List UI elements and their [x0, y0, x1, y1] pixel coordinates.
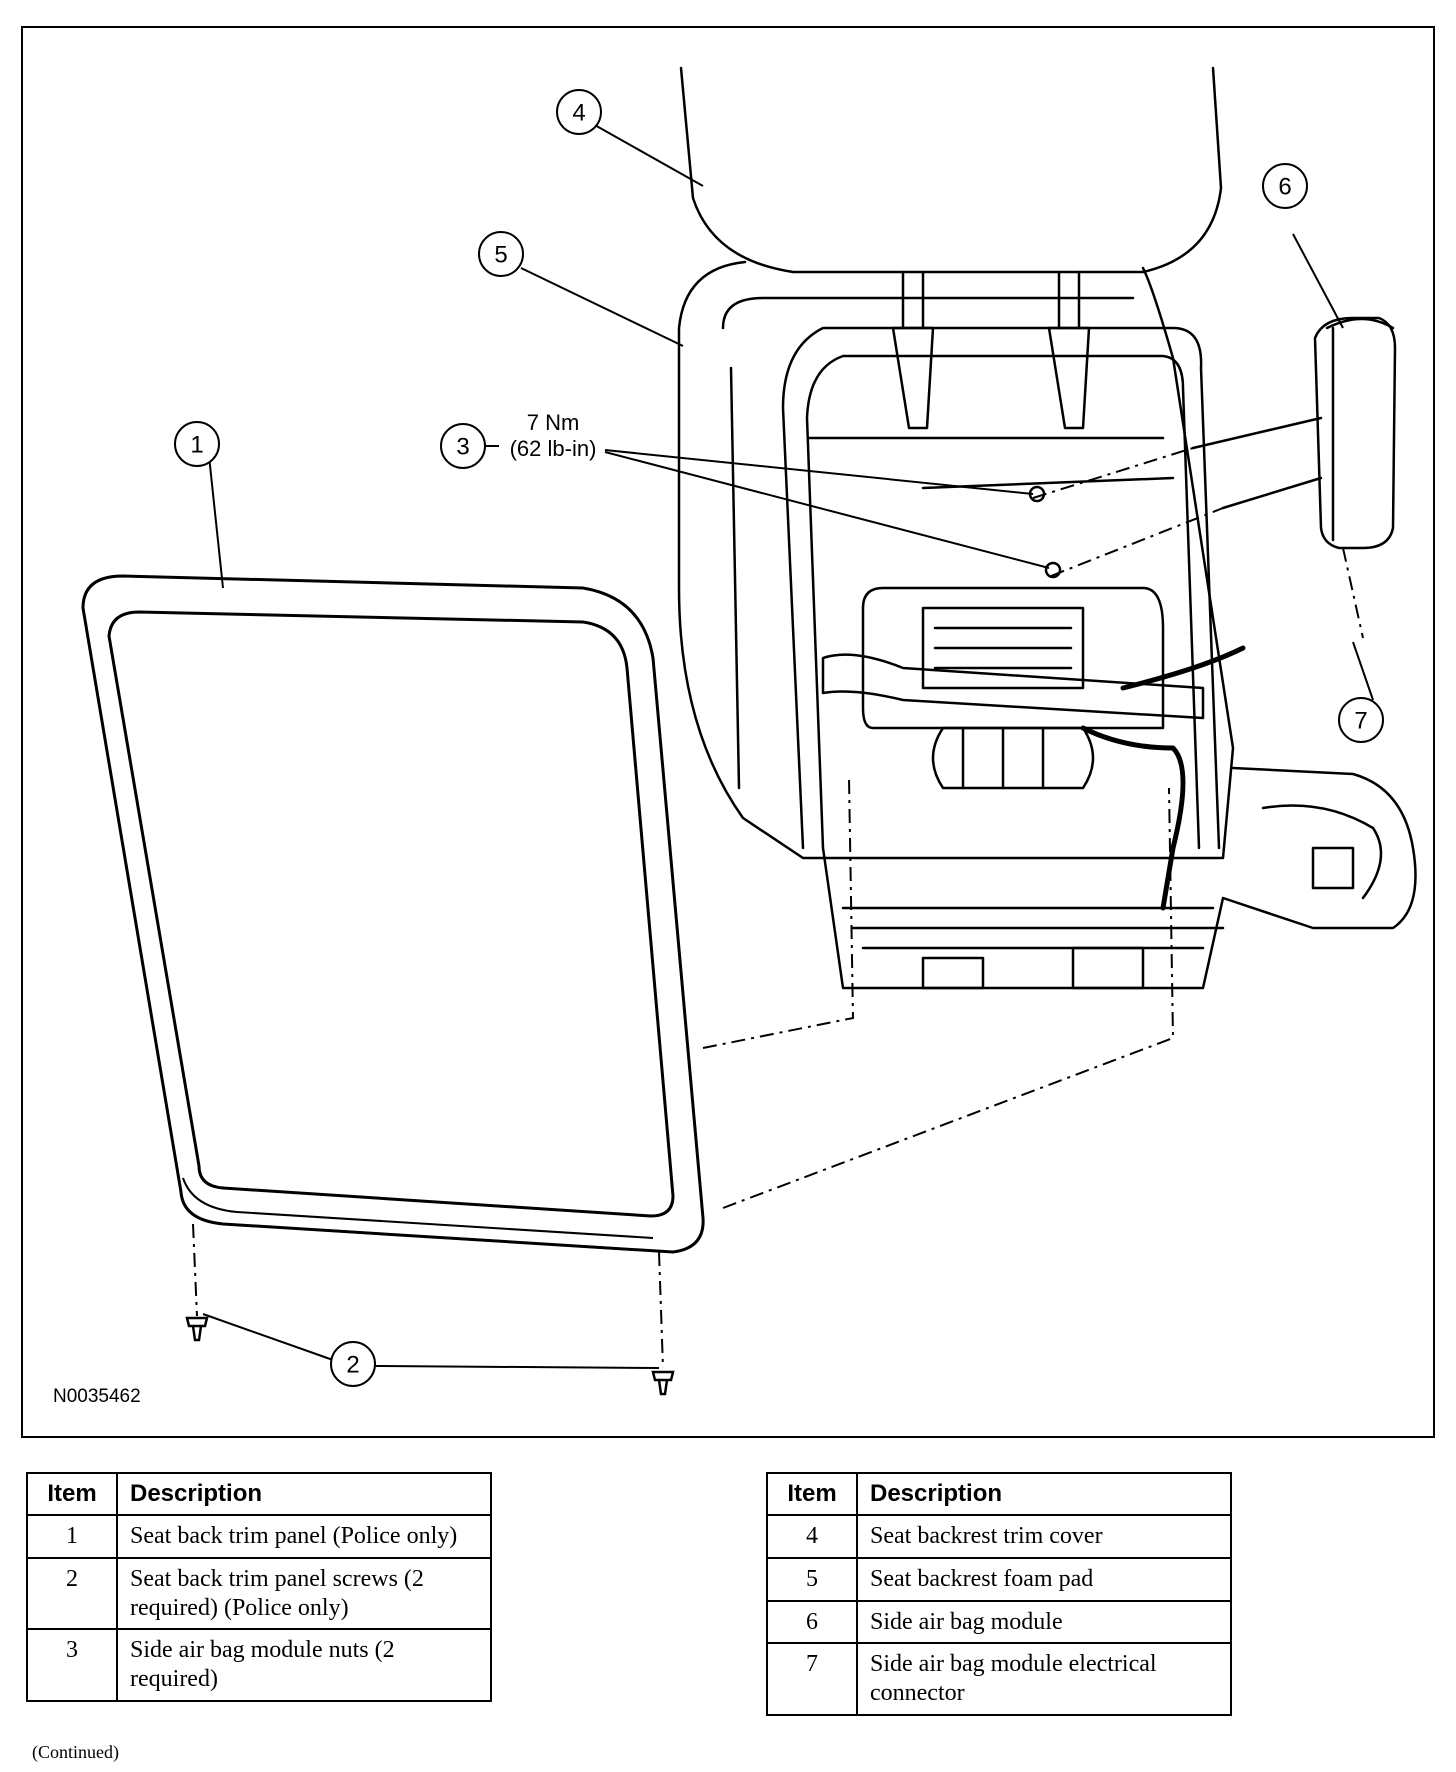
callout-circle-2: [330, 1341, 376, 1387]
table-row: 3 Side air bag module nuts (2 required): [26, 1628, 492, 1702]
seat-backrest-trim-cover: [679, 66, 1223, 274]
item-number: 5: [766, 1556, 858, 1602]
legend-table-left: Item Description 1 Seat back trim panel …: [26, 1472, 492, 1702]
table-row: 1 Seat back trim panel (Police only): [26, 1514, 492, 1559]
seat-back-trim-panel: [81, 574, 705, 1254]
item-number: 1: [26, 1514, 118, 1559]
torque-metric: 7 Nm: [527, 410, 580, 435]
side-air-bag-module: [1313, 316, 1397, 550]
callout-3: 3: [456, 434, 469, 461]
callout-6: 6: [1278, 174, 1291, 201]
table-row: 5 Seat backrest foam pad: [766, 1556, 1232, 1602]
callout-7: 7: [1354, 708, 1367, 735]
header-description: Description: [116, 1472, 492, 1516]
callout-circle-6: [1262, 163, 1308, 209]
item-description: Seat back trim panel (Police only): [116, 1514, 492, 1559]
callout-circle-4: [556, 89, 602, 135]
callout-4: 4: [572, 100, 585, 127]
seat-backrest-foam-pad: [677, 260, 1235, 860]
table-row: 2 Seat back trim panel screws (2 require…: [26, 1556, 492, 1631]
table-row: 4 Seat backrest trim cover: [766, 1514, 1232, 1559]
seat-track-assembly: [821, 766, 1417, 990]
air-bag-nut-lower: [1044, 561, 1062, 579]
callout-circle-7: [1338, 697, 1384, 743]
item-number: 3: [26, 1628, 118, 1702]
table-row: 7 Side air bag module electrical connect…: [766, 1642, 1232, 1716]
trim-panel-screw-left: [185, 1316, 209, 1342]
table-row: 6 Side air bag module: [766, 1599, 1232, 1645]
item-number: 6: [766, 1599, 858, 1645]
legend-header-row: Item Description: [26, 1472, 492, 1516]
item-description: Seat back trim panel screws (2 required)…: [116, 1556, 492, 1631]
item-description: Side air bag module nuts (2 required): [116, 1628, 492, 1702]
item-description: Side air bag module: [856, 1599, 1232, 1645]
callout-2: 2: [346, 1352, 359, 1379]
continued-note: (Continued): [32, 1742, 119, 1762]
exploded-view-drawing: 1 2 3 4 5 6 7 7 Nm (62 lb-in) N0035462: [53, 66, 1417, 1407]
legend-table-right: Item Description 4 Seat backrest trim co…: [766, 1472, 1232, 1716]
diagram-figure: 1 2 3 4 5 6 7 7 Nm (62 lb-in) N0035462: [21, 26, 1435, 1438]
item-number: 2: [26, 1556, 118, 1631]
figure-id: N0035462: [53, 1386, 141, 1407]
legend-header-row: Item Description: [766, 1472, 1232, 1516]
item-description: Seat backrest foam pad: [856, 1556, 1232, 1602]
item-description: Seat backrest trim cover: [856, 1514, 1232, 1559]
seat-frame: [781, 326, 1221, 850]
seat-motor: [931, 726, 1095, 790]
callout-1: 1: [190, 432, 203, 459]
header-description: Description: [856, 1472, 1232, 1516]
item-number: 7: [766, 1642, 858, 1716]
callout-5: 5: [494, 242, 507, 269]
item-number: 4: [766, 1514, 858, 1559]
trim-panel-screw-right: [651, 1370, 675, 1396]
header-item: Item: [26, 1472, 118, 1516]
callout-circle-1: [174, 421, 220, 467]
item-description: Side air bag module electrical connector: [856, 1642, 1232, 1716]
header-item: Item: [766, 1472, 858, 1516]
callout-circle-5: [478, 231, 524, 277]
torque-imperial: (62 lb-in): [510, 436, 597, 461]
callout-circle-3: [440, 423, 486, 469]
